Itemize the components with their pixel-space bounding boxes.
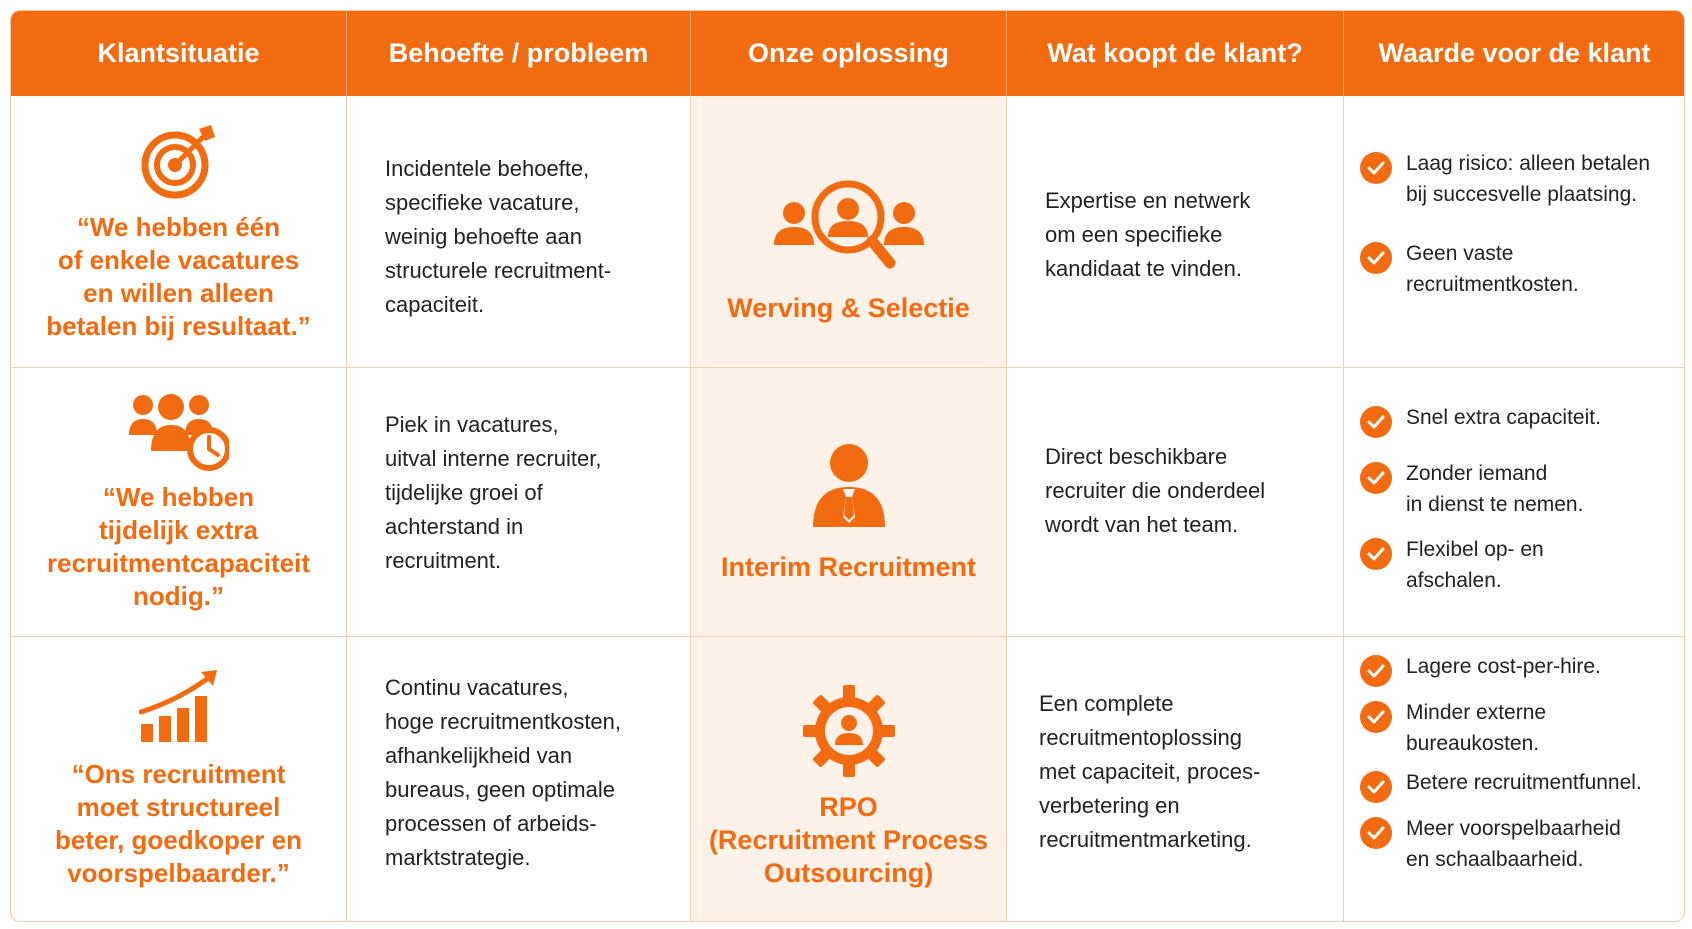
header-waarde: Waarde voor de klant bbox=[1344, 11, 1684, 96]
need-text: Incidentele behoefte,specifieke vacature… bbox=[385, 156, 612, 317]
check-circle-icon bbox=[1360, 817, 1392, 849]
header-wat-koopt: Wat koopt de klant? bbox=[1007, 11, 1344, 96]
team-clock-icon bbox=[128, 391, 229, 471]
solution-cell: Werving & Selectie bbox=[691, 96, 1007, 368]
need-text: Piek in vacatures,uitval interne recruit… bbox=[385, 412, 602, 573]
check-circle-icon bbox=[1360, 406, 1392, 438]
gear-person-icon bbox=[802, 684, 895, 777]
header-oplossing: Onze oplossing bbox=[691, 11, 1007, 96]
solution-label: Werving & Selectie bbox=[727, 292, 970, 323]
check-circle-icon bbox=[1360, 462, 1392, 494]
need-cell: Piek in vacatures,uitval interne recruit… bbox=[347, 368, 691, 637]
target-icon bbox=[139, 121, 219, 201]
value-item: Betere recruitmentfunnel. bbox=[1360, 767, 1678, 803]
check-circle-icon bbox=[1360, 538, 1392, 570]
value-item: Lagere cost-per-hire. bbox=[1360, 651, 1678, 687]
growth-chart-icon bbox=[138, 670, 219, 744]
check-circle-icon bbox=[1360, 701, 1392, 733]
check-circle-icon bbox=[1360, 771, 1392, 803]
value-item: Snel extra capaciteit. bbox=[1360, 402, 1678, 438]
comparison-table: Klantsituatie Behoefte / probleem Onze o… bbox=[10, 10, 1685, 922]
solution-cell: Interim Recruitment bbox=[691, 368, 1007, 637]
header-behoefte: Behoefte / probleem bbox=[347, 11, 691, 96]
check-circle-icon bbox=[1360, 152, 1392, 184]
need-cell: Continu vacatures,hoge recruitmentkosten… bbox=[347, 637, 691, 921]
check-circle-icon bbox=[1360, 242, 1392, 274]
need-cell: Incidentele behoefte,specifieke vacature… bbox=[347, 96, 691, 368]
people-search-icon bbox=[773, 179, 924, 274]
need-text: Continu vacatures,hoge recruitmentkosten… bbox=[385, 675, 622, 870]
check-circle-icon bbox=[1360, 655, 1392, 687]
solution-label: Interim Recruitment bbox=[720, 551, 977, 582]
header-klantsituatie: Klantsituatie bbox=[11, 11, 347, 96]
recruiter-person-icon bbox=[811, 443, 887, 527]
